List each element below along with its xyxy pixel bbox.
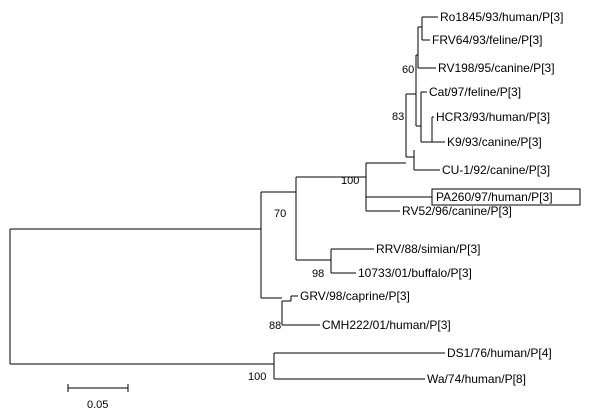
leaf-label-wa: Wa/74/human/P[8] [427,372,526,386]
leaf-label-10733: 10733/01/buffalo/P[3] [358,266,472,280]
leaf-label-k9: K9/93/canine/P[3] [447,135,542,149]
leaf-label-frv64: FRV64/93/feline/P[3] [432,33,543,47]
scale-bar: 0.05 [67,384,129,411]
bootstrap-83: 83 [392,111,404,123]
leaf-label-ds1: DS1/76/human/P[4] [447,346,552,360]
leaf-label-rv198: RV198/95/canine/P[3] [438,61,555,75]
bootstrap-values: 60 83 100 70 98 88 100 [248,64,414,383]
scale-bar-label: 0.05 [87,399,108,411]
leaf-label-cmh222: CMH222/01/human/P[3] [322,318,451,332]
leaf-label-pa260: PA260/97/human/P[3] [436,190,553,204]
bootstrap-98: 98 [312,268,324,280]
leaf-label-ro1845: Ro1845/93/human/P[3] [440,10,563,24]
leaf-label-cu1: CU-1/92/canine/P[3] [442,163,550,177]
tree-branches [9,16,445,380]
leaf-labels: Ro1845/93/human/P[3] FRV64/93/feline/P[3… [300,10,581,386]
leaf-label-rv52: RV52/96/canine/P[3] [402,204,512,218]
bootstrap-100-outgroup: 100 [248,371,266,383]
leaf-label-rrv: RRV/88/simian/P[3] [376,242,481,256]
bootstrap-88: 88 [269,320,281,332]
leaf-label-hcr3: HCR3/93/human/P[3] [436,110,550,124]
bootstrap-70: 70 [274,208,286,220]
highlight-box-pa260 [431,188,581,206]
bootstrap-100-p3: 100 [341,175,359,187]
leaf-label-grv: GRV/98/caprine/P[3] [300,289,410,303]
leaf-label-cat97: Cat/97/feline/P[3] [429,85,521,99]
bootstrap-60: 60 [402,64,414,76]
